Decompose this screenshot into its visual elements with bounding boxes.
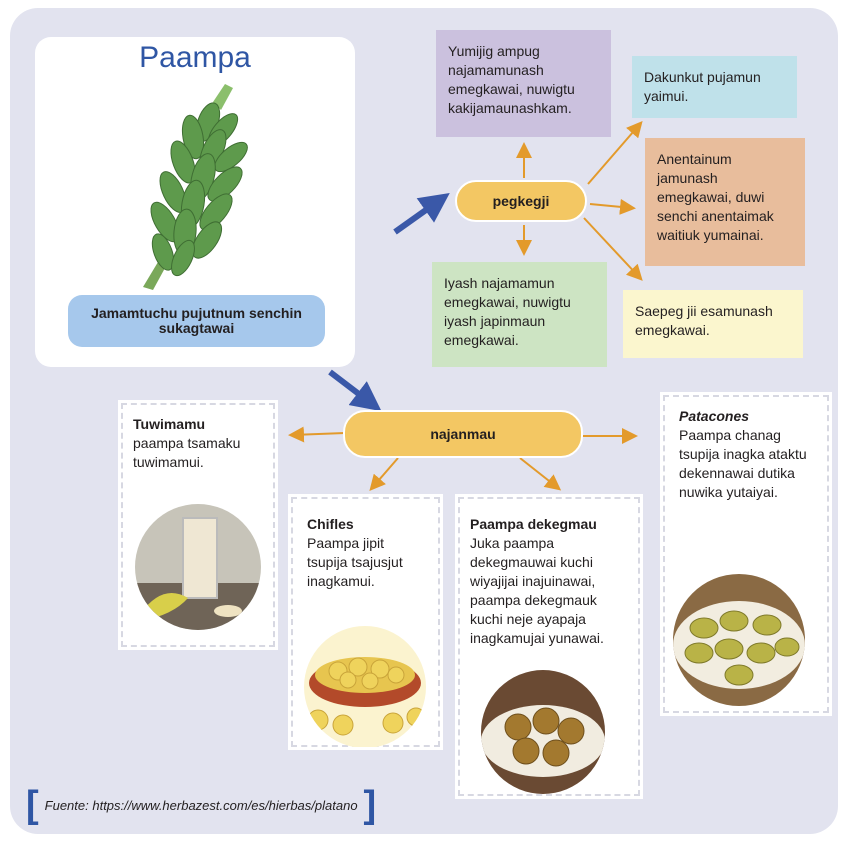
open-bracket-icon: [ <box>26 784 39 826</box>
arrow-naj-left <box>288 426 346 443</box>
item-text: Paampa chanag tsupija inagka ataktu deke… <box>679 427 807 500</box>
arrow-to-najanmau <box>328 369 382 412</box>
fried-balls-photo <box>481 670 605 794</box>
page-title: Paampa <box>139 41 251 74</box>
item-name: Tuwimamu <box>133 416 206 432</box>
chifles-photo <box>304 626 426 747</box>
stamp-chifles: Chifles Paampa jipit tsupija tsajusjut i… <box>288 494 443 750</box>
source-citation: [ Fuente: https://www.herbazest.com/es/h… <box>26 784 377 826</box>
arrow-to-pegkegji <box>393 193 450 235</box>
arrow-naj-downright <box>519 457 562 491</box>
item-name: Chifles <box>307 516 354 532</box>
hub-pegkegji: pegkegji <box>455 180 587 222</box>
patacones-photo <box>673 574 805 706</box>
item-text: paampa tsamaku tuwimamui. <box>133 435 241 470</box>
pegkegji-box-green: Iyash najamamun emegkawai, nuwigtu iyash… <box>432 262 607 367</box>
arrow-peg-upright <box>587 120 643 185</box>
item-text: Paampa jipit tsupija tsajusjut inagkamui… <box>307 535 403 589</box>
item-name: Paampa dekegmau <box>470 516 597 532</box>
pegkegji-box-peach: Anentainum jamunash emegkawai, duwi senc… <box>645 138 805 266</box>
source-text: Fuente: https://www.herbazest.com/es/hie… <box>44 797 358 813</box>
stamp-paampa-dekegmau: Paampa dekegmau Juka paampa dekegmauwai … <box>455 494 643 799</box>
arrow-peg-right <box>589 198 636 215</box>
hub-najanmau: najanmau <box>343 410 583 458</box>
plantain-bunch-illustration <box>143 84 248 290</box>
pegkegji-box-yellow: Saepeg jii esamunash emegkawai. <box>623 290 803 358</box>
arrow-peg-downright <box>583 217 643 281</box>
close-bracket-icon: ] <box>363 784 377 826</box>
stamp-tuwimamu: Tuwimamu paampa tsamaku tuwimamui. <box>118 400 278 650</box>
smoothie-photo <box>135 504 261 630</box>
item-name: Patacones <box>679 408 750 424</box>
title-card: Paampa Jamamtuchu pujutnum senchin sukag… <box>35 37 355 367</box>
pegkegji-box-purple: Yumijig ampug najamamunash emegkawai, nu… <box>436 30 611 137</box>
plant-label: Jamamtuchu pujutnum senchin sukagtawai <box>68 295 325 347</box>
stamp-patacones: Patacones Paampa chanag tsupija inagka a… <box>660 392 832 716</box>
arrow-naj-downleft <box>369 457 399 492</box>
pegkegji-box-blue: Dakunkut pujamun yaimui. <box>632 56 797 118</box>
item-text: Juka paampa dekegmauwai kuchi wiyajijai … <box>470 535 604 646</box>
